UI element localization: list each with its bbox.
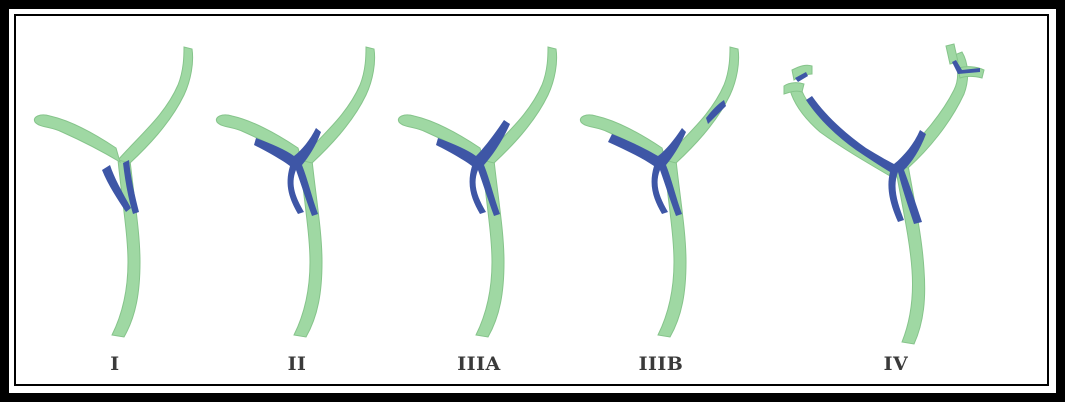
panel-type-3b <box>580 47 738 337</box>
label-type-2: II <box>237 353 357 375</box>
label-type-1: I <box>55 353 175 375</box>
panel-type-2 <box>216 47 374 337</box>
left-hepatic-duct <box>34 115 120 162</box>
panel-type-3a <box>398 47 556 337</box>
label-type-4: IV <box>836 353 956 375</box>
lesion-type-4 <box>795 60 980 224</box>
panel-type-1 <box>34 47 192 337</box>
right-hepatic-duct <box>118 47 193 163</box>
panel-type-4 <box>784 44 984 344</box>
lesion-type-3b <box>608 100 726 216</box>
label-type-3a: IIIA <box>419 353 539 375</box>
label-type-3b: IIIB <box>601 353 721 375</box>
